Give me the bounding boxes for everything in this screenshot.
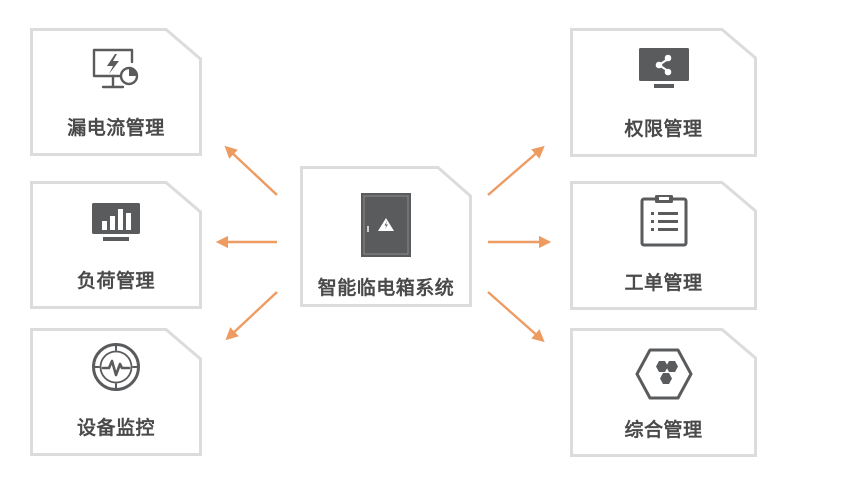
center-system-card[interactable]: 智能临电箱系统 bbox=[300, 166, 472, 307]
module-card-leakage-current[interactable]: 漏电流管理 bbox=[30, 28, 202, 156]
arrow-to-permission-management bbox=[487, 145, 545, 196]
arrow-to-integrated-management bbox=[487, 291, 545, 343]
module-label: 漏电流管理 bbox=[67, 117, 165, 139]
module-card-work-order-management[interactable]: 工单管理 bbox=[570, 181, 757, 310]
pulse-monitor-icon bbox=[92, 343, 140, 391]
hexagon-nodes-icon bbox=[635, 348, 692, 400]
electrical-cabinet-icon bbox=[361, 193, 411, 257]
clipboard-list-icon bbox=[640, 195, 687, 247]
module-label: 权限管理 bbox=[624, 118, 703, 140]
monitor-lightning-icon bbox=[92, 48, 139, 89]
module-card-equipment-monitoring[interactable]: 设备监控 bbox=[30, 328, 202, 456]
module-label: 负荷管理 bbox=[76, 270, 155, 292]
module-card-permission-management[interactable]: 权限管理 bbox=[570, 28, 757, 157]
center-system-label: 智能临电箱系统 bbox=[317, 277, 455, 299]
module-card-load-management[interactable]: 负荷管理 bbox=[30, 181, 202, 309]
card-frame bbox=[30, 181, 202, 309]
module-card-integrated-management[interactable]: 综合管理 bbox=[570, 328, 757, 457]
module-label: 工单管理 bbox=[624, 272, 703, 294]
card-frame bbox=[30, 28, 202, 156]
card-frame bbox=[30, 328, 202, 456]
arrow-to-leakage-current bbox=[224, 145, 278, 196]
share-monitor-icon bbox=[638, 48, 689, 88]
card-frame bbox=[570, 328, 757, 457]
card-frame bbox=[570, 28, 757, 157]
module-label: 综合管理 bbox=[624, 419, 703, 441]
arrow-to-equipment-monitoring bbox=[225, 291, 278, 341]
bar-chart-monitor-icon bbox=[92, 203, 140, 241]
module-label: 设备监控 bbox=[76, 417, 155, 439]
